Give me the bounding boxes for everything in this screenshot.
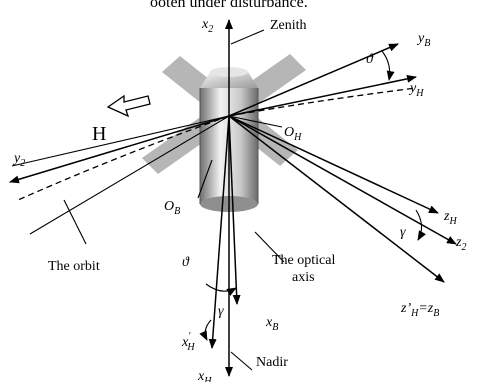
gamma-right-arc: [415, 209, 426, 241]
orbit-dashed-left: [17, 115, 230, 201]
label-yB: yB: [416, 31, 430, 49]
gamma-bottom-arc: [199, 319, 212, 341]
axis-y2: [9, 115, 230, 184]
nadir-leader: [230, 351, 253, 371]
theta-bottom-arc: [205, 283, 237, 296]
label-zenith: Zenith: [270, 18, 307, 33]
axis-zH: [228, 115, 439, 214]
label-x2: x2: [201, 17, 213, 35]
OH-leader: [228, 115, 283, 128]
OB-leader: [197, 159, 213, 199]
labels: x2 Zenith yB ϑ yH H OH y2 OB zH γ z2 The…: [12, 17, 466, 382]
orbit-line: [29, 115, 230, 235]
label-y2: y2: [12, 151, 25, 169]
label-gamma-right: γ: [400, 225, 406, 240]
axis-z2: [228, 115, 457, 245]
label-H: H: [92, 123, 106, 145]
zenith-leader: [230, 29, 265, 45]
yH-left-extension: [11, 115, 230, 167]
label-OB: OB: [164, 199, 180, 217]
label-yH: yH: [408, 81, 424, 99]
axis-zpH: [228, 115, 445, 283]
caption-fragment: ooteh under disturbance.: [150, 0, 308, 11]
label-OH: OH: [284, 125, 302, 143]
axis-yH: [228, 74, 417, 117]
label-nadir: Nadir: [256, 355, 288, 370]
label-xB: xB: [265, 315, 278, 333]
label-optical-axis-2: axis: [292, 270, 315, 285]
label-xpH: x′H: [181, 331, 195, 353]
label-zpH-eq-zB: z’H=zB: [400, 301, 439, 319]
label-theta-bottom: ϑ: [182, 255, 190, 270]
label-gamma-bottom: γ: [218, 304, 224, 319]
label-theta-top: ϑ: [366, 52, 374, 67]
axis-xB: [228, 115, 241, 305]
label-optical-axis-1: The optical: [272, 253, 335, 268]
orbit-leader: [63, 199, 87, 245]
hollow-direction-arrow: [106, 94, 151, 118]
theta-top-arc: [381, 50, 395, 81]
angle-arcs: [199, 50, 426, 341]
label-orbit: The orbit: [48, 259, 100, 274]
axis-xpH: [208, 115, 230, 349]
label-zH: zH: [443, 209, 457, 227]
optical-axis-leader: [254, 231, 285, 263]
axis-yB: [228, 43, 399, 117]
axis-lines: [9, 19, 457, 377]
label-z2: z2: [455, 235, 466, 253]
label-xH: xH: [197, 369, 212, 382]
orbit-dashed-right: [228, 87, 417, 117]
